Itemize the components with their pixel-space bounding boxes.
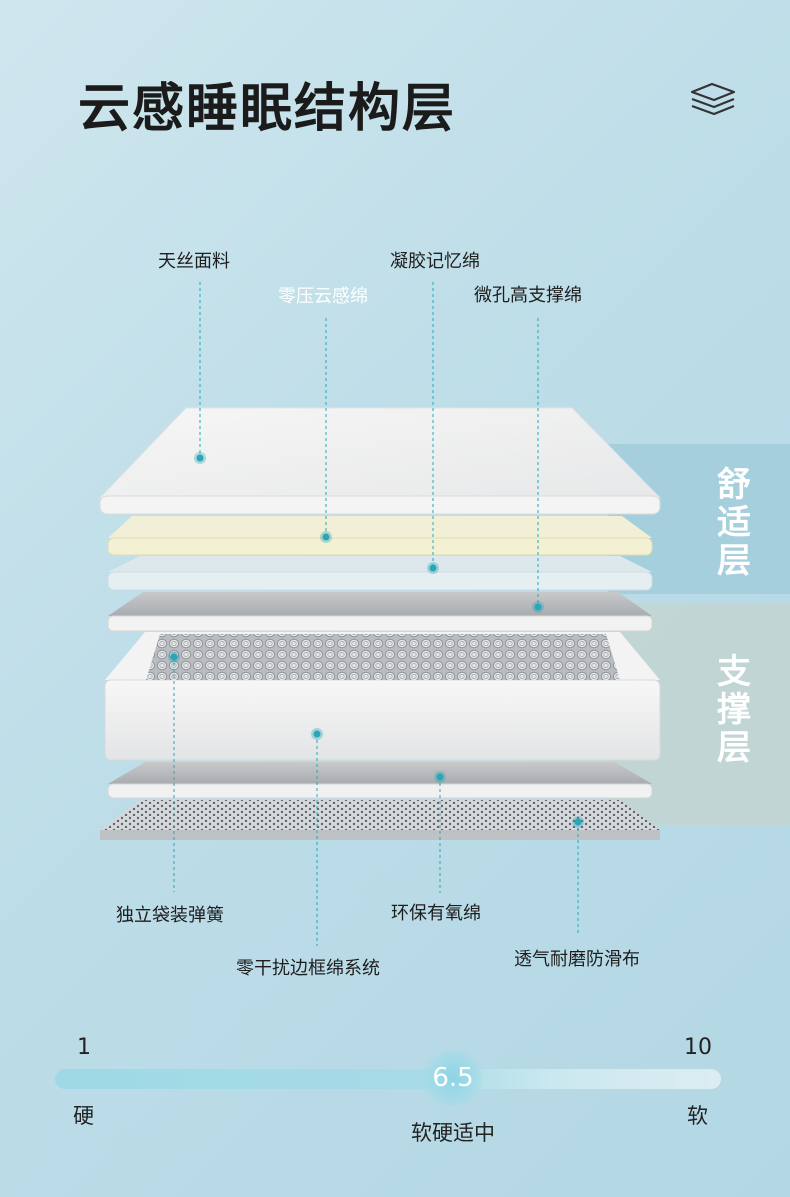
support-foam-layer [107,592,653,632]
firmness-scale-track [55,1069,721,1089]
eco-foam-layer [107,762,653,799]
spring-frame-layer [104,632,661,761]
callout-eco-oxygen-foam: 环保有氧绵 [391,903,481,924]
stacked-layers-icon [690,82,736,116]
firmness-hard-label: 硬 [73,1104,94,1128]
cloud-foam-layer [107,516,653,556]
callout-edge-foam-system: 零干扰边框绵系统 [236,958,380,979]
callout-zero-pressure-foam: 零压云感绵 [278,286,368,307]
callout-gel-memory-foam: 凝胶记忆绵 [390,251,480,272]
firmness-scale-min: 1 [77,1035,91,1060]
firmness-scale-indicator [422,1050,484,1106]
page-title: 云感睡眠结构层 [78,79,457,139]
comfort-layer-label: 舒适层 [717,465,751,581]
callout-markers [168,452,584,828]
gel-memory-layer [107,556,653,591]
firmness-soft-label: 软 [687,1104,708,1128]
callout-pocket-springs: 独立袋装弹簧 [116,905,224,926]
firmness-caption: 软硬适中 [411,1121,495,1145]
firmness-scale-value: 6.5 [432,1063,474,1093]
callout-tencel-fabric: 天丝面料 [158,251,230,272]
firmness-scale-max: 10 [684,1035,712,1060]
callout-leader-lines [173,282,579,946]
tencel-fabric-layer [98,407,662,515]
antislip-fabric-layer [100,800,660,840]
support-layer-label: 支撑层 [717,652,751,768]
callout-microporous-support-foam: 微孔高支撑绵 [474,285,582,306]
callout-antislip-fabric: 透气耐磨防滑布 [514,949,640,970]
